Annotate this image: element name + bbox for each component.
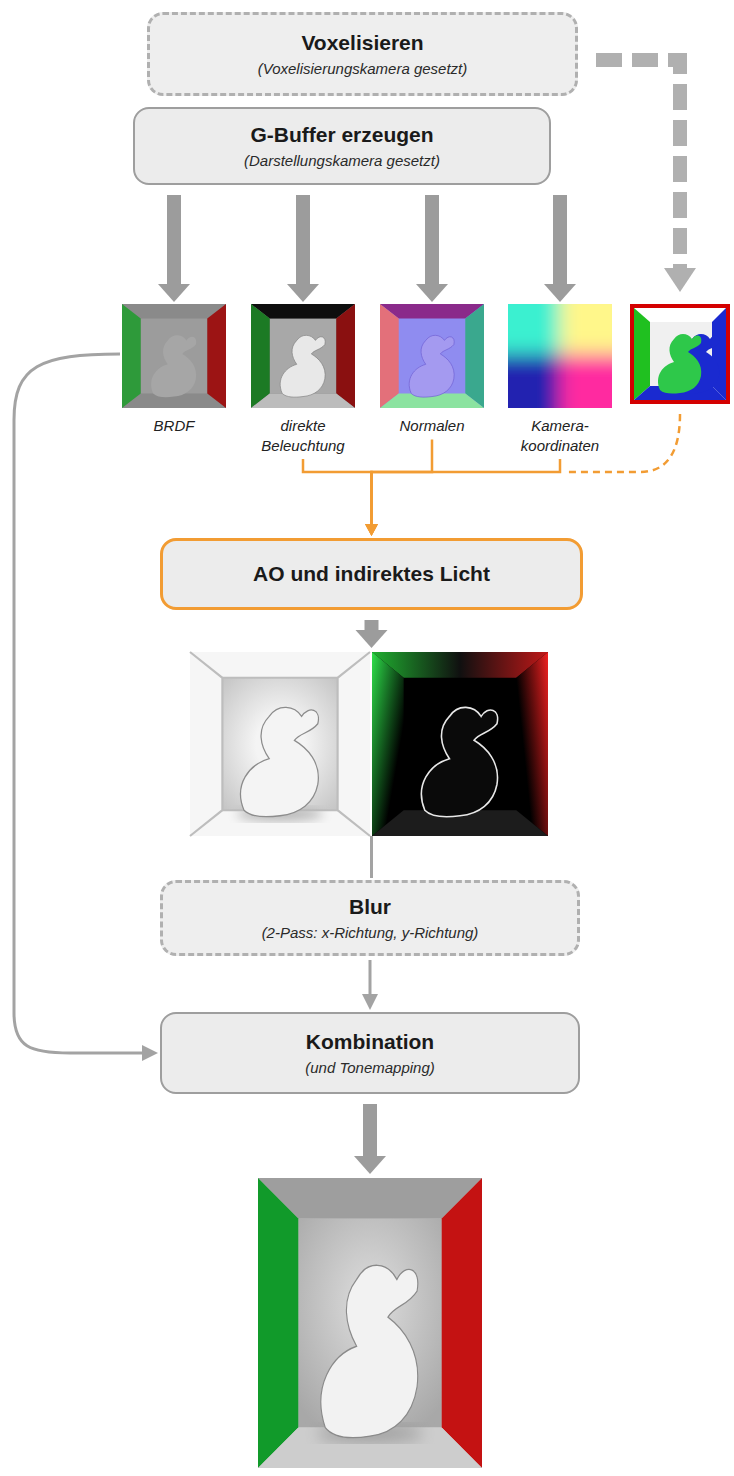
- thumbnail-caption: Kamera- koordinaten: [508, 416, 612, 455]
- connector: [14, 354, 158, 1061]
- voxel-thumbnail: [630, 304, 730, 404]
- connector: [287, 195, 319, 302]
- final-image: [258, 1178, 482, 1468]
- thin-line: [369, 960, 372, 996]
- connector: [544, 195, 576, 302]
- indirect-result-image: [372, 652, 548, 836]
- thick-arrow-stem: [425, 195, 439, 286]
- arrowhead: [365, 524, 378, 536]
- buffer-thumbnail: Normalen: [380, 304, 484, 436]
- box-title: Kombination: [306, 1029, 434, 1055]
- arrowhead: [158, 284, 190, 302]
- process-box: Kombination (und Tonemapping): [160, 1012, 580, 1094]
- arrowhead: [365, 524, 378, 536]
- box-subtitle: (und Tonemapping): [305, 1058, 435, 1078]
- thick-arrow-stem: [296, 195, 310, 286]
- process-box: Voxelisieren (Voxelisierungskamera gesetz…: [147, 12, 578, 96]
- arrowhead: [287, 284, 319, 302]
- normals-thumbnail: [380, 304, 484, 408]
- direct-light-thumbnail: [251, 304, 355, 408]
- thumbnail-caption: direkte Beleuchtung: [251, 416, 355, 455]
- brdf-thumbnail: [122, 304, 226, 408]
- connector: [365, 440, 432, 537]
- connector: [416, 195, 448, 302]
- thick-arrow-stem: [363, 1104, 377, 1158]
- buffer-thumbnail: BRDF: [122, 304, 226, 436]
- box-title: AO und indirektes Licht: [253, 561, 490, 587]
- connector: [158, 195, 190, 302]
- connector: [303, 459, 378, 536]
- process-box: AO und indirektes Licht: [160, 538, 583, 610]
- box-title: G-Buffer erzeugen: [250, 122, 433, 148]
- buffer-thumbnail: Kamera- koordinaten: [508, 304, 612, 455]
- thumbnail-caption: Normalen: [380, 416, 484, 436]
- curved-line: [14, 354, 144, 1053]
- buffer-thumbnail: direkte Beleuchtung: [251, 304, 355, 455]
- merge-line: [372, 459, 561, 526]
- thick-arrow-stem: [553, 195, 567, 286]
- arrowhead: [365, 524, 378, 536]
- box-subtitle: (2-Pass: x-Richtung, y-Richtung): [262, 923, 479, 943]
- thick-arrow-stem: [167, 195, 181, 286]
- merge-line: [372, 440, 433, 527]
- result-arrow: [354, 1104, 386, 1174]
- box-title: Voxelisieren: [301, 30, 423, 56]
- process-box: G-Buffer erzeugen (Darstellungskamera ges…: [133, 107, 551, 185]
- voxel-dashed-arrow: [596, 60, 696, 292]
- arrowhead: [416, 284, 448, 302]
- box-subtitle: (Darstellungskamera gesetzt): [244, 151, 440, 171]
- box-title: Blur: [349, 894, 391, 920]
- arrowhead: [142, 1045, 158, 1061]
- box-subtitle: (Voxelisierungskamera gesetzt): [258, 59, 468, 79]
- ao-result-image: [190, 652, 370, 836]
- merge-line: [303, 459, 372, 526]
- connector: [362, 960, 378, 1010]
- arrowhead: [544, 284, 576, 302]
- process-box: Blur (2-Pass: x-Richtung, y-Richtung): [160, 880, 580, 956]
- thumbnail-caption: BRDF: [122, 416, 226, 436]
- thin-line: [370, 836, 373, 878]
- arrowhead: [356, 630, 388, 648]
- connector: [365, 459, 560, 536]
- arrowhead: [354, 1156, 386, 1174]
- arrowhead: [362, 994, 378, 1010]
- camera-coords-thumbnail: [487, 283, 633, 429]
